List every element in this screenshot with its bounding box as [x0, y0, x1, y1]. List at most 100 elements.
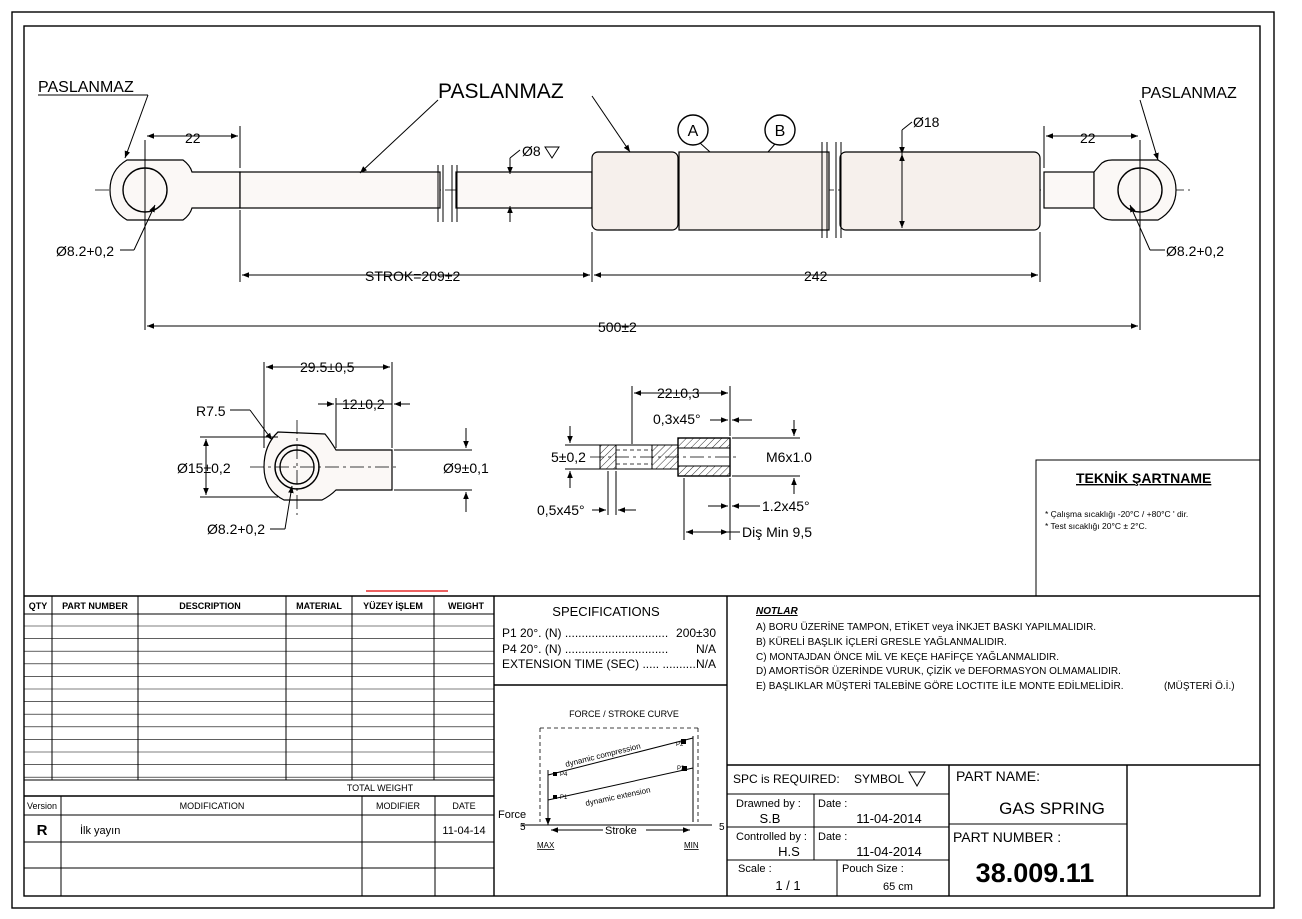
part-name-label: PART NAME: [956, 768, 1040, 784]
right-neck [1043, 171, 1095, 209]
rev-col-modification: MODIFICATION [180, 801, 245, 811]
section-thread: M6x1.0 [766, 449, 812, 465]
label-stainless-left: PASLANMAZ [38, 79, 134, 96]
col-qty: QTY [29, 601, 48, 611]
section-chamfer-left: 0,5x45° [537, 502, 585, 518]
part-number: 38.009.11 [976, 858, 1095, 888]
marker-a: A [688, 123, 699, 140]
dim-rod-diameter: Ø8 [522, 143, 541, 159]
curve-min: MIN [684, 841, 699, 850]
rev-col-modifier: MODIFIER [376, 801, 420, 811]
dim-body-length: 242 [804, 268, 828, 284]
drawn-date: 11-04-2014 [856, 811, 922, 826]
spec-ext-value: N/A [696, 657, 716, 671]
rev-version: R [37, 822, 48, 839]
dim-left-hole: Ø8.2+0,2 [56, 243, 114, 259]
section-thickness: 5±0,2 [551, 449, 586, 465]
dim-stroke: STROK=209±2 [365, 268, 460, 284]
marker-a-circle [677, 114, 709, 146]
part-name: GAS SPRING [999, 799, 1105, 818]
spec-p4-label: P4 20°. (N) ............................… [502, 642, 668, 656]
eye-neck-diameter: Ø9±0,1 [443, 460, 489, 476]
piston-rod [239, 171, 441, 209]
controlled-value: H.S [778, 844, 800, 859]
symbol-label: SYMBOL [854, 772, 904, 786]
note-a: A) BORU ÜZERİNE TAMPON, ETİKET veya İNKJ… [756, 620, 1096, 633]
eye-dim-neck: 12±0,2 [342, 396, 385, 412]
curve-max: MAX [537, 841, 555, 850]
controlled-label: Controlled by : [736, 831, 807, 843]
spec-line-2: * Test sıcaklığı 20°C ± 2°C. [1045, 521, 1147, 531]
curve-p2: P2 [676, 742, 684, 748]
outer-frame [11, 11, 1275, 909]
section-chamfer-top: 0,3x45° [653, 411, 701, 427]
left-eye-end [109, 159, 241, 221]
title-block: SPC is REQUIRED: SYMBOL Drawned by : S.B… [727, 764, 1260, 896]
spec-p1-value: 200±30 [676, 626, 716, 640]
rev-col-version: Version [27, 801, 57, 811]
specifications-panel: SPECIFICATIONS P1 20°. (N) .............… [494, 596, 728, 896]
col-description: DESCRIPTION [179, 601, 241, 611]
gas-spring-main-view: PASLANMAZ PASLANMAZ PASLANMAZ 22 22 Ø8 Ø… [38, 79, 1237, 335]
dim-right-hole: Ø8.2+0,2 [1166, 243, 1224, 259]
cylinder-body-a [591, 151, 679, 231]
section-chamfer-right: 1.2x45° [762, 498, 810, 514]
eye-detail-view: 29.5±0,5 12±0,2 R7.5 Ø15±0,2 Ø8.2+0,2 Ø9… [177, 359, 489, 537]
section-thread-min: Diş Min 9,5 [742, 524, 812, 540]
revision-table: Version MODIFICATION MODIFIER DATE R İlk… [24, 796, 494, 896]
controlled-date-label: Date : [818, 831, 847, 843]
section-dim-length: 22±0,3 [657, 385, 700, 401]
cylinder-body-c [839, 151, 1041, 231]
note-e: E) BAŞLIKLAR MÜŞTERİ TALEBİNE GÖRE LOCTI… [756, 679, 1124, 692]
dim-right-eye: 22 [1080, 130, 1096, 146]
spec-box-title: TEKNİK ŞARTNAME [1076, 470, 1211, 486]
curve-stroke-label: Stroke [605, 825, 637, 837]
eye-outer-diameter: Ø15±0,2 [177, 460, 231, 476]
curve-five-left: 5 [520, 822, 526, 833]
curve-five-right: 5 [719, 822, 725, 833]
eye-dim-length: 29.5±0,5 [300, 359, 355, 375]
rev-date: 11-04-14 [442, 825, 485, 837]
curve-p1: P1 [560, 795, 568, 801]
drawn-value: S.B [760, 811, 781, 826]
label-stainless-right: PASLANMAZ [1141, 85, 1237, 102]
surface-triangle-icon [544, 146, 560, 159]
spec-ext-label: EXTENSION TIME (SEC) ..... .......... [502, 657, 696, 671]
specs-title: SPECIFICATIONS [552, 604, 660, 619]
spec-line-1: * Çalışma sıcaklığı -20°C / +80°C ' dir. [1045, 509, 1188, 519]
col-weight: WEIGHT [448, 601, 484, 611]
dim-body-diameter: Ø18 [913, 114, 940, 130]
technical-spec-box: TEKNİK ŞARTNAME * Çalışma sıcaklığı -20°… [1035, 459, 1261, 597]
rev-modification: İlk yayın [80, 824, 120, 837]
curve-p4: P4 [560, 772, 568, 778]
dim-total-length: 500±2 [598, 319, 637, 335]
extension-line [547, 767, 694, 801]
curve-extension-label: dynamic extension [585, 785, 652, 808]
notes-title: NOTLAR [756, 606, 798, 617]
eye-radius: R7.5 [196, 403, 226, 419]
pouch-label: Pouch Size : [842, 863, 904, 875]
cylinder-body-b [678, 151, 830, 231]
controlled-date: 11-04-2014 [856, 844, 922, 859]
spec-p4-value: N/A [696, 642, 716, 656]
curve-force-label: Force [498, 809, 526, 821]
spc-label: SPC is REQUIRED: [733, 772, 840, 786]
rev-col-date: DATE [452, 801, 475, 811]
col-material: MATERIAL [296, 601, 342, 611]
pouch-value: 65 cm [883, 881, 913, 893]
col-part-number: PART NUMBER [62, 601, 128, 611]
note-customer: (MÜŞTERİ Ö.İ.) [1164, 679, 1235, 692]
curve-compression-label: dynamic compression [564, 741, 641, 768]
force-stroke-curve: FORCE / STROKE CURVE dynamic compression… [498, 709, 725, 850]
piston-rod-2 [455, 171, 593, 209]
dim-left-eye: 22 [185, 130, 201, 146]
section-detail-view: 22±0,3 0,3x45° 5±0,2 M6x1.0 0,5x45° 1.2x… [537, 385, 812, 540]
total-weight-label: TOTAL WEIGHT [347, 783, 414, 793]
parts-table: QTY PART NUMBER DESCRIPTION MATERIAL YÜZ… [24, 596, 495, 896]
marker-b-circle [764, 114, 796, 146]
part-number-label: PART NUMBER : [953, 829, 1061, 845]
eye-detail-outline [263, 431, 393, 501]
symbol-triangle-icon [908, 771, 926, 788]
notes-panel: NOTLAR A) BORU ÜZERİNE TAMPON, ETİKET ve… [756, 606, 1235, 692]
